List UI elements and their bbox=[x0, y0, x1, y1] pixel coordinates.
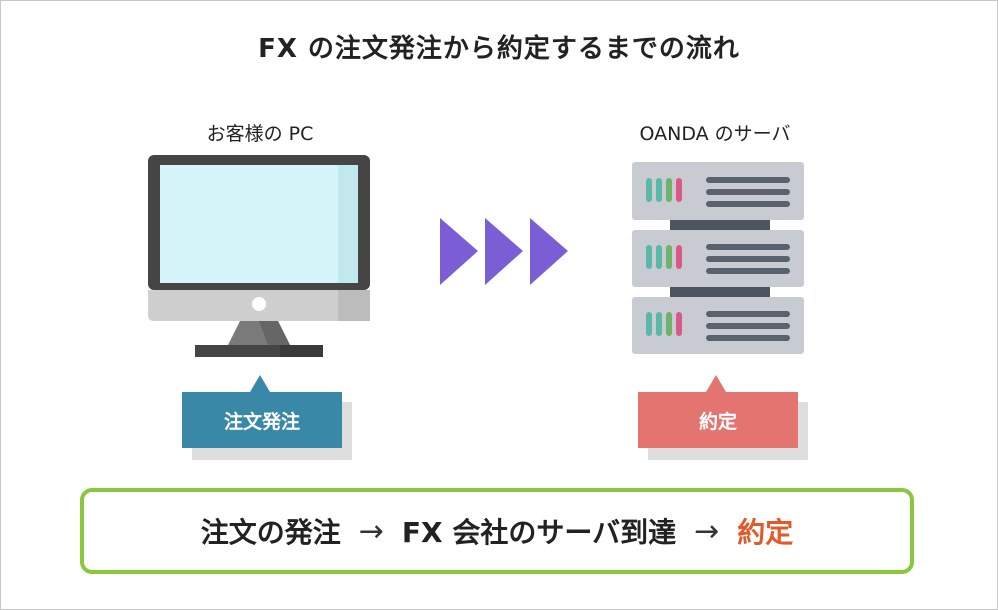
summary-box bbox=[80, 488, 914, 574]
summary-step-server: FX 会社のサーバ到達 bbox=[401, 516, 677, 549]
summary-step-order: 注文の発注 bbox=[200, 516, 341, 549]
server-label: OANDA のサーバ bbox=[639, 123, 791, 145]
diagram-title: FX の注文発注から約定するまでの流れ bbox=[258, 34, 740, 64]
execution-callout-label: 約定 bbox=[698, 411, 737, 433]
pc-label: お客様の PC bbox=[206, 123, 314, 145]
execution-callout-box bbox=[638, 375, 808, 460]
server-icon bbox=[632, 162, 804, 354]
order-callout-box bbox=[182, 375, 352, 460]
summary-flow: 注文の発注 → FX 会社のサーバ到達 → 約定 bbox=[80, 488, 914, 574]
flow-arrows-icon bbox=[440, 218, 568, 285]
order-callout-label: 注文発注 bbox=[223, 411, 300, 433]
summary-arrow-2: → bbox=[694, 513, 720, 549]
monitor-icon bbox=[148, 155, 370, 357]
summary-arrow-1: → bbox=[358, 513, 384, 549]
summary-step-execution: 約定 bbox=[737, 516, 794, 549]
